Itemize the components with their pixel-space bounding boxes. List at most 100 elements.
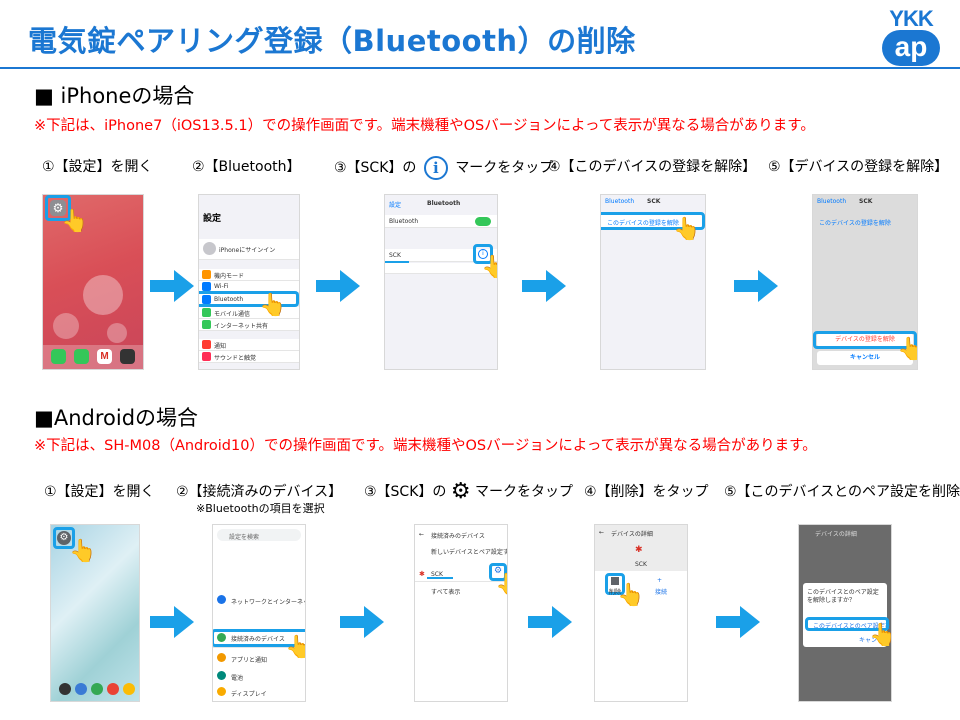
screen-title: SCK: [859, 198, 873, 205]
iphone-settings-screen: 設定 iPhoneにサインイン 機内モード Wi-Fi Bluetooth モバ…: [198, 194, 300, 370]
connected-highlight: [213, 629, 305, 647]
battery-label: 電池: [231, 675, 244, 682]
settings-highlight: [45, 195, 71, 221]
display-icon: [217, 687, 226, 696]
delete-icon[interactable]: [611, 577, 619, 585]
iphone-confirm-screen: Bluetooth SCK このデバイスの登録を解除 デバイスの登録を解除 キャ…: [812, 194, 918, 370]
messages-app-icon[interactable]: [74, 349, 89, 364]
back-link[interactable]: Bluetooth: [605, 198, 635, 205]
gear-icon: ⚙: [450, 479, 471, 504]
bluetooth-toggle[interactable]: [475, 217, 491, 226]
iphone-bluetooth-screen: 設定 Bluetooth Bluetooth SCK i 👆: [384, 194, 498, 370]
connected-devices-icon: [217, 633, 226, 642]
delete-label[interactable]: 削除: [609, 589, 622, 596]
info-highlight: [473, 244, 493, 264]
iphone-home-screen: ⚙ 👆 M: [42, 194, 144, 370]
android-note: ※下記は、SH-M08（Android10）での操作画面です。端末機種やOSバー…: [34, 438, 817, 454]
tap-hand-icon: 👆: [897, 339, 917, 361]
info-icon[interactable]: i: [478, 249, 488, 259]
android-device-detail-screen: ← デバイスの詳細 ✱ SCK 削除 + 接続 👆: [594, 524, 688, 702]
bokeh-circle: [83, 275, 123, 315]
gmail-app-icon[interactable]: M: [97, 349, 112, 364]
hotspot-icon: [202, 320, 211, 329]
device-row: [385, 263, 497, 274]
notify-row[interactable]: 通知: [199, 339, 299, 351]
apps-icon: [217, 653, 226, 662]
settings-title: 設定: [203, 213, 222, 223]
screen-title: デバイスの詳細: [815, 531, 857, 538]
apple-id-row[interactable]: iPhoneにサインイン: [199, 239, 299, 260]
iphone-heading: ■ iPhoneの場合: [34, 84, 195, 108]
android-step-4-label: ④【削除】をタップ: [584, 484, 709, 500]
device-name: SCK: [635, 561, 647, 568]
android-connected-screen: ← 接続済みのデバイス 新しいデバイスとペア設定する ✱ SCK ⚙ 👆 すべて…: [414, 524, 508, 702]
screen-title: Bluetooth: [427, 200, 461, 207]
bluetooth-icon: ✱: [419, 570, 425, 578]
android-confirm-screen: デバイスの詳細 このデバイスとのペア設定を解除しますか？ このデバイスとのペア設…: [798, 524, 892, 702]
confirm-unpair-button[interactable]: このデバイスとのペア設定を削除: [813, 623, 891, 630]
airplane-row[interactable]: 機内モード: [199, 269, 299, 281]
bluetooth-label: Bluetooth: [214, 296, 244, 303]
iphone-note: ※下記は、iPhone7（iOS13.5.1）での操作画面です。端末機種やOSバ…: [34, 118, 815, 134]
sck-device-label: SCK: [389, 252, 401, 259]
iphone-step-4-label: ④【このデバイスの登録を解除】: [548, 159, 757, 175]
network-label: ネットワークとインターネット: [231, 599, 305, 606]
mobile-row[interactable]: モバイル通信: [199, 307, 299, 319]
settings-app-icon[interactable]: ⚙: [50, 200, 66, 216]
app-icon[interactable]: [59, 683, 71, 695]
iphone-step-5-label: ⑤【デバイスの登録を解除】: [768, 159, 949, 175]
pair-new-label[interactable]: 新しいデバイスとペア設定する: [431, 549, 508, 556]
show-all-label[interactable]: すべて表示: [431, 589, 461, 596]
camera-app-icon[interactable]: [120, 349, 135, 364]
tap-hand-icon: 👆: [481, 257, 497, 279]
back-link: Bluetooth: [817, 198, 847, 205]
next-arrow-icon: [734, 270, 778, 302]
bluetooth-icon: ✱: [635, 545, 643, 555]
android-step-1-label: ①【設定】を開く: [44, 484, 155, 500]
confirm-forget-button[interactable]: デバイスの登録を解除: [835, 336, 895, 343]
forget-device-link: このデバイスの登録を解除: [819, 220, 891, 227]
cancel-button[interactable]: キャンセル: [849, 354, 880, 361]
app-icon[interactable]: [75, 683, 87, 695]
mobile-icon: [202, 308, 211, 317]
back-arrow-icon[interactable]: ←: [419, 531, 425, 538]
sck-underline: [427, 577, 453, 579]
gear-icon[interactable]: ⚙: [493, 566, 503, 576]
next-arrow-icon: [150, 270, 194, 302]
settings-highlight: [53, 527, 75, 549]
sck-device-row[interactable]: SCK: [385, 249, 497, 262]
hotspot-label: インターネット共有: [214, 323, 269, 330]
notify-icon: [202, 340, 211, 349]
screen-title: デバイスの詳細: [611, 531, 653, 538]
airplane-icon: [202, 270, 211, 279]
sound-row[interactable]: サウンドと触覚: [199, 351, 299, 363]
iphone-step-1-label: ①【設定】を開く: [42, 159, 153, 175]
app-icon[interactable]: [123, 683, 135, 695]
logo-bottom-text: ap: [882, 30, 940, 66]
android-heading: ■Androidの場合: [34, 406, 199, 430]
back-arrow-icon[interactable]: ←: [599, 529, 605, 536]
tap-hand-icon: 👆: [495, 575, 507, 597]
confirm-sheet: デバイスの登録を解除: [817, 333, 913, 347]
next-arrow-icon: [150, 606, 194, 638]
settings-app-icon[interactable]: ⚙: [57, 531, 71, 545]
app-icon[interactable]: [91, 683, 103, 695]
connect-label[interactable]: 接続: [655, 589, 668, 596]
connected-devices-row[interactable]: 接続済みのデバイス: [213, 629, 305, 648]
confirm-dialog: このデバイスとのペア設定を解除しますか？ このデバイスとのペア設定を削除 キャン…: [803, 583, 891, 647]
phone-app-icon[interactable]: [51, 349, 66, 364]
hotspot-row[interactable]: インターネット共有: [199, 319, 299, 331]
bokeh-circle: [107, 323, 127, 343]
back-link[interactable]: 設定: [389, 202, 402, 209]
sck-underline: [385, 261, 409, 263]
screen-title: 接続済みのデバイス: [431, 533, 485, 540]
tap-hand-icon: 👆: [61, 209, 89, 234]
cancel-button[interactable]: キャンセル: [859, 637, 890, 644]
search-bar[interactable]: 設定を検索: [217, 529, 301, 541]
android-step-3-label: ③【SCK】の ⚙ マークをタップ: [364, 479, 573, 504]
page-title: 電気錠ペアリング登録（Bluetooth）の削除: [28, 24, 636, 58]
forget-device-link[interactable]: このデバイスの登録を解除: [607, 220, 679, 227]
app-icon[interactable]: [107, 683, 119, 695]
iphone-step-2-label: ②【Bluetooth】: [192, 159, 301, 175]
info-icon: i: [423, 156, 448, 180]
